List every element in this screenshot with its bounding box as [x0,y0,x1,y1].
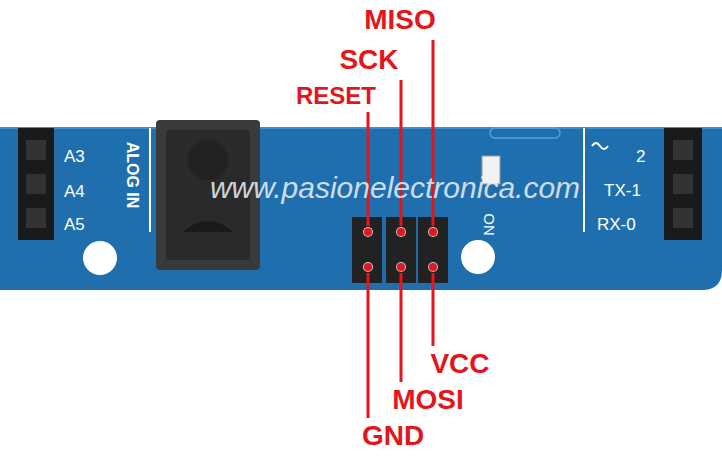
pin-label: SCK [339,46,398,74]
pin-label: A5 [64,216,85,233]
mounting-hole [83,241,117,275]
pwm-tilde [592,143,608,149]
pin-label: MOSI [392,386,464,414]
leader-lines [368,40,433,418]
board [0,128,722,290]
pin-label: A3 [64,148,85,165]
mounting-hole [461,240,495,274]
watermark: www.pasionelectronica.com [210,173,580,203]
board-label: ON [482,213,497,236]
silkscreen-line [149,128,151,232]
pin-label: TX-1 [604,182,641,199]
pin-label: GND [362,422,424,450]
board-edge [0,127,722,129]
silkscreen-line [583,128,585,232]
left-header [18,128,54,240]
pin-label: A4 [64,183,85,200]
board-label: ALOG IN [124,142,140,209]
right-header [664,128,702,240]
silkscreen-outline [490,128,560,138]
pin-label: MISO [364,6,436,34]
pin-label: RX-0 [597,216,636,233]
pin-label: 2 [636,148,645,165]
pin-label: VCC [430,350,489,378]
pin-dots [364,228,437,271]
pin-label: RESET [296,84,376,108]
